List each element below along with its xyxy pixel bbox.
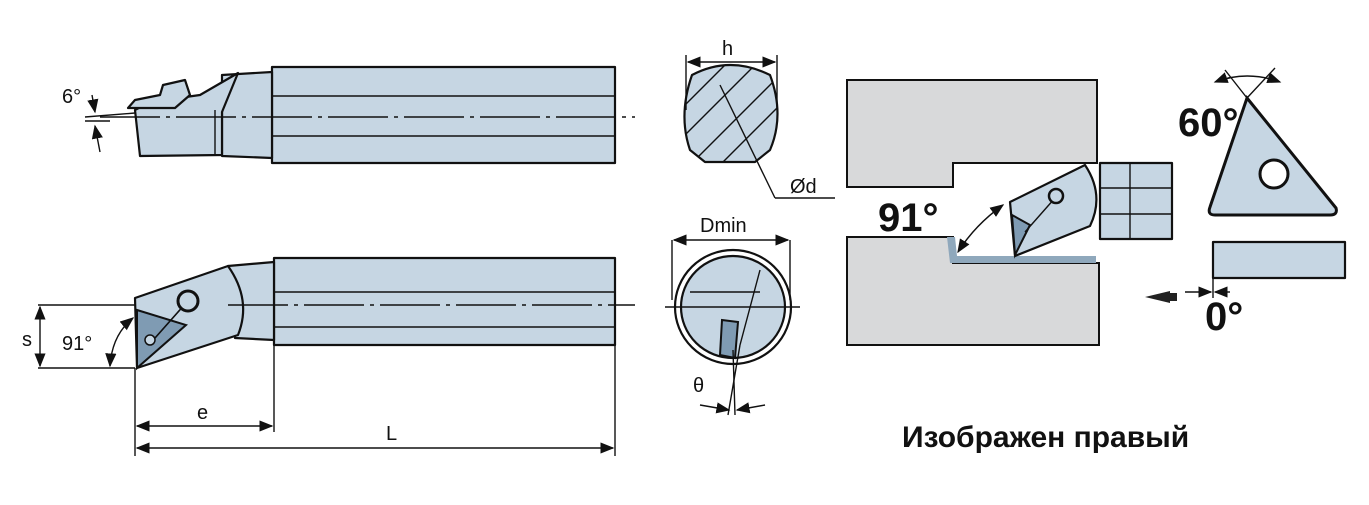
holder-head: [1008, 163, 1098, 258]
clamp: [126, 78, 192, 110]
e-label: e: [197, 402, 208, 424]
cut-path: [947, 237, 1096, 263]
shank: [270, 65, 617, 165]
bore-section: Dmin θ: [665, 215, 800, 416]
theta-label: θ: [693, 375, 704, 397]
L-label: L: [386, 423, 397, 445]
shank: [272, 256, 617, 347]
insert: [136, 308, 189, 371]
s-label: s: [22, 329, 32, 351]
workpiece-illustration: 91°: [846, 79, 1177, 346]
insert-views: 60° 0°: [1178, 67, 1347, 339]
insert-angle-label: 60°: [1178, 101, 1239, 145]
workpiece-upper: [846, 79, 1098, 188]
feed-arrow-icon: [1165, 293, 1177, 301]
d-label: Ød: [790, 176, 817, 198]
insert-side-view: [1211, 240, 1347, 280]
side-view: s 91° e L: [22, 256, 635, 456]
triangle-insert: [1207, 94, 1338, 217]
approach-angle-label: 91°: [878, 196, 939, 240]
caption: Изображен правый: [902, 421, 1189, 454]
angle-91-label: 91°: [62, 333, 92, 355]
angle-6-label: 6°: [62, 86, 81, 108]
holder-shank: [1098, 161, 1174, 241]
top-view: 6°: [62, 65, 635, 165]
workpiece-lower: [846, 236, 1100, 346]
clearance-angle-label: 0°: [1205, 295, 1243, 339]
insert-hole: [1258, 158, 1290, 190]
screw-icon: [176, 289, 200, 313]
dmin-label: Dmin: [700, 215, 747, 237]
shank-section: h Ød: [683, 38, 835, 199]
h-label: h: [722, 38, 733, 60]
